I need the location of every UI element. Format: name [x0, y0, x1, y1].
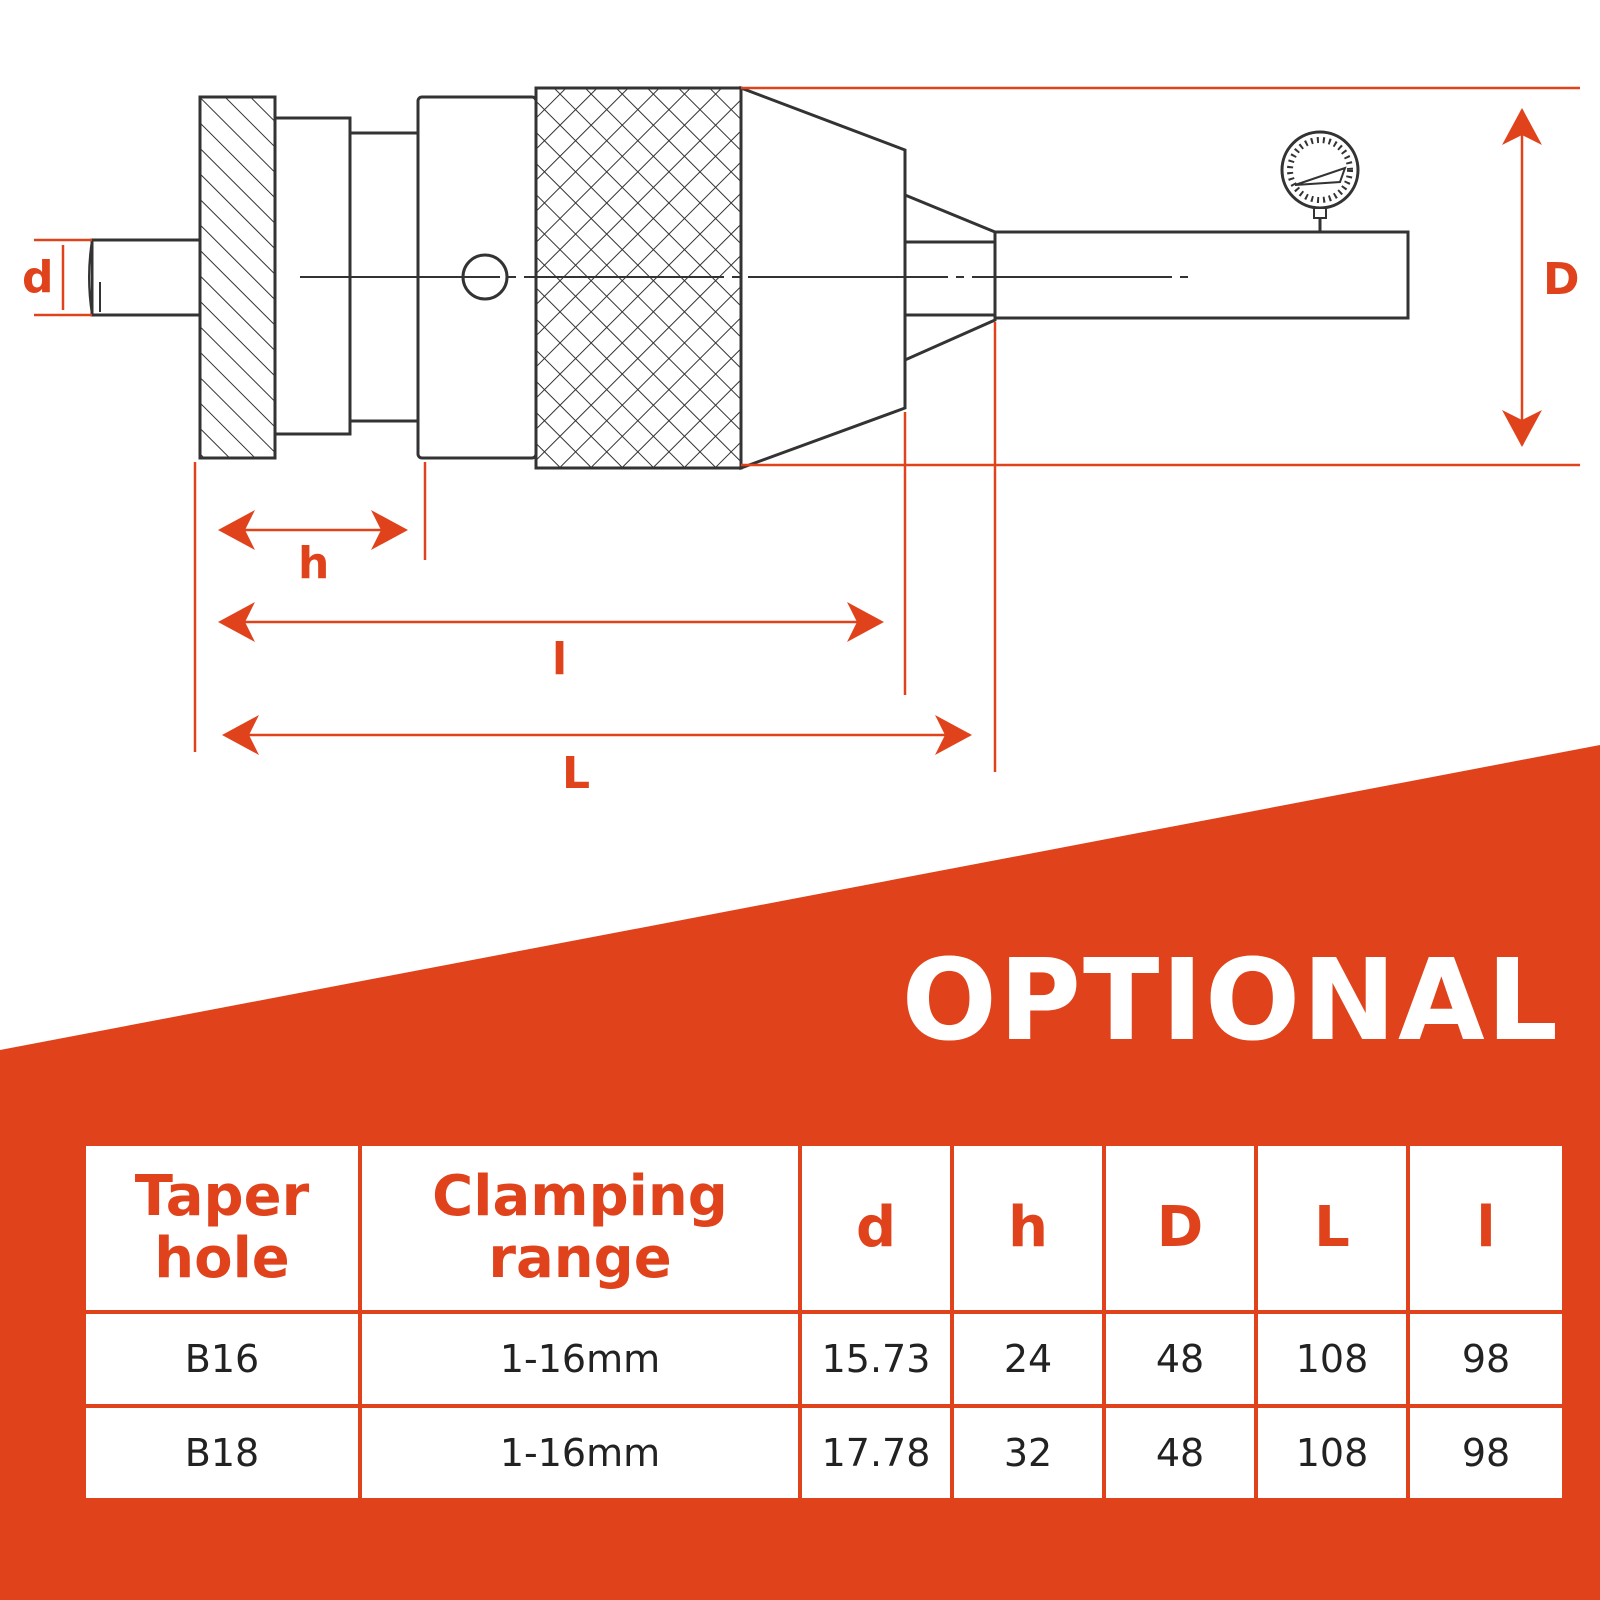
dimension-label-D: D	[1543, 254, 1580, 305]
cell-taper-hole: B16	[82, 1310, 362, 1408]
left-shank	[88, 238, 202, 317]
table-row: B16 1-16mm 15.73 24 48 108 98	[82, 1310, 1566, 1408]
dimension-label-l: l	[552, 634, 568, 685]
dimension-label-h: h	[298, 538, 330, 589]
cell-h: 32	[950, 1404, 1106, 1502]
header-taper-hole: Taper hole	[82, 1142, 362, 1314]
table-header-row: Taper hole Clamping range d h D L l	[82, 1142, 1566, 1314]
dimension-label-L: L	[562, 748, 591, 799]
cell-clamping-range: 1-16mm	[358, 1404, 802, 1502]
cell-clamping-range: 1-16mm	[358, 1310, 802, 1408]
header-d: d	[798, 1142, 954, 1314]
cell-L: 108	[1254, 1404, 1410, 1502]
dimension-arrows	[218, 108, 1542, 755]
cell-D: 48	[1102, 1404, 1258, 1502]
dimension-lines	[34, 86, 1580, 772]
header-D: D	[1102, 1142, 1258, 1314]
header-L: L	[1254, 1142, 1410, 1314]
flange	[198, 95, 277, 460]
cell-d: 17.78	[798, 1404, 954, 1502]
cell-l: 98	[1406, 1310, 1566, 1408]
cell-d: 15.73	[798, 1310, 954, 1408]
dial-gauge-icon	[1280, 130, 1360, 232]
header-h: h	[950, 1142, 1106, 1314]
dimension-label-d: d	[22, 252, 54, 303]
cell-taper-hole: B18	[82, 1404, 362, 1502]
test-bar	[993, 230, 1410, 320]
optional-title: OPTIONAL	[901, 936, 1560, 1066]
table-row: B18 1-16mm 17.78 32 48 108 98	[82, 1404, 1566, 1502]
cell-L: 108	[1254, 1310, 1410, 1408]
cell-l: 98	[1406, 1404, 1566, 1502]
cell-h: 24	[950, 1310, 1106, 1408]
cell-D: 48	[1102, 1310, 1258, 1408]
header-clamping-range: Clamping range	[358, 1142, 802, 1314]
header-l: l	[1406, 1142, 1566, 1314]
spec-table: Taper hole Clamping range d h D L l B16 …	[82, 1142, 1566, 1502]
